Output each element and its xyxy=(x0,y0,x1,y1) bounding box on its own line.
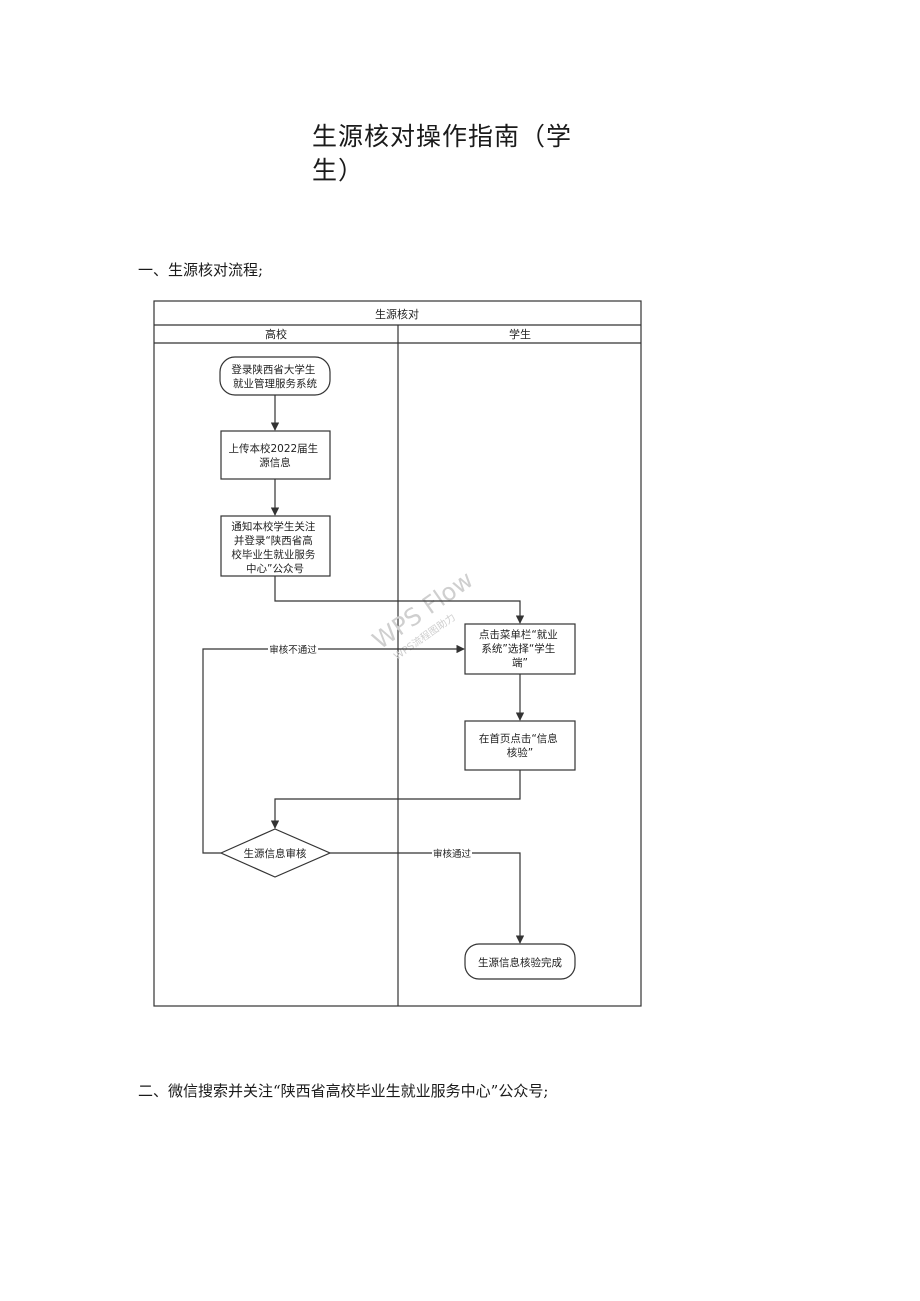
title-line-2: 生） xyxy=(312,156,365,185)
node-click-menu xyxy=(464,623,576,675)
edge-review-pass xyxy=(330,852,525,944)
node-upload-info xyxy=(220,430,331,480)
node-notify-students xyxy=(220,515,331,577)
edge-verify-to-review xyxy=(270,770,521,829)
node-verify-complete-label: 生源信息核验完成 xyxy=(478,956,562,969)
node-notify-students-label: 通知本校学生关注 并登录“陕西省高 校毕业生就业服务 中心”公众号 xyxy=(231,520,318,575)
section-1-heading: 一、生源核对流程; xyxy=(138,261,264,279)
node-info-verify xyxy=(464,720,576,771)
node-click-menu-label: 点击菜单栏“就业 系统”选择“学生 端” xyxy=(479,628,561,669)
edge-review-reject xyxy=(202,644,465,854)
lane-header-student: 学生 xyxy=(509,327,531,341)
section-2-heading: 二、微信搜索并关注“陕西省高校毕业生就业服务中心”公众号; xyxy=(138,1082,549,1100)
node-info-verify-label: 在首页点击“信息 核验” xyxy=(479,732,561,759)
edge-label-pass: 审核通过 xyxy=(433,848,472,860)
title-line-1: 生源核对操作指南（学 xyxy=(312,122,573,151)
lane-header-university: 高校 xyxy=(265,327,287,341)
document-title: 生源核对操作指南（学 生） xyxy=(312,120,572,188)
node-verify-complete xyxy=(464,943,576,980)
edge-notify-to-menu xyxy=(274,576,525,624)
node-upload-info-label: 上传本校2022届生 源信息 xyxy=(228,442,321,469)
edge-label-reject: 审核不通过 xyxy=(269,644,317,656)
pool-title: 生源核对 xyxy=(375,307,419,321)
edge-label-reject-bg xyxy=(268,643,318,655)
edge-label-pass-bg xyxy=(432,847,472,859)
node-login-system-label: 登录陕西省大学生 就业管理服务系统 xyxy=(231,363,318,390)
node-review-decision-label: 生源信息审核 xyxy=(244,847,307,860)
